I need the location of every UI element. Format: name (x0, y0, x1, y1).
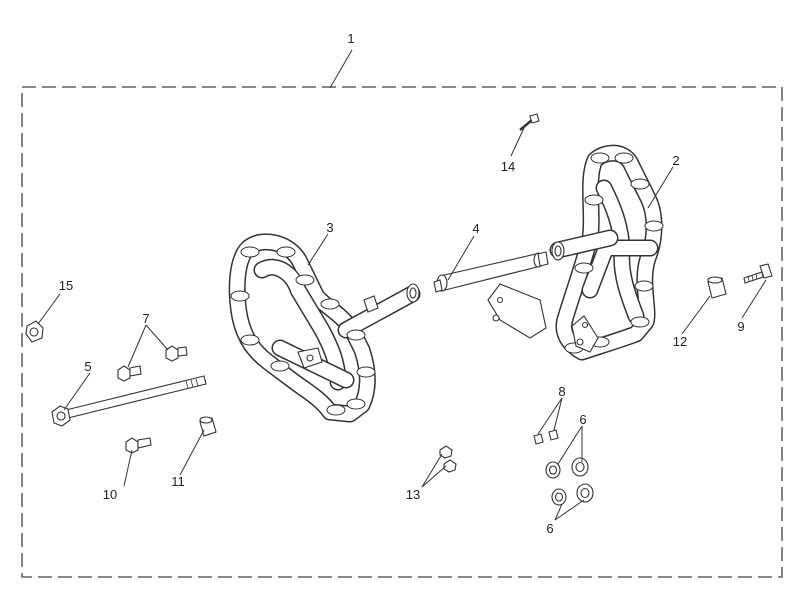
left-crash-bar (228, 233, 421, 423)
callout-labels: 1 2 3 4 5 6 6 7 8 9 10 11 12 13 14 15 (59, 31, 745, 536)
spacer-lower-left (199, 416, 217, 437)
small-screws (533, 429, 559, 445)
callout-2: 2 (672, 153, 679, 168)
leader-lines (37, 49, 767, 521)
right-crash-bar (487, 144, 664, 361)
small-bolt-top (519, 113, 540, 131)
kit-boundary-frame (21, 86, 783, 578)
callout-14: 14 (501, 159, 515, 174)
callout-9: 9 (737, 319, 744, 334)
callout-13: 13 (406, 487, 420, 502)
callout-1: 1 (347, 31, 354, 46)
bolt-right (743, 263, 773, 284)
flange-bolts (117, 345, 188, 382)
callout-12: 12 (673, 334, 687, 349)
callout-15: 15 (59, 278, 73, 293)
bolt-lower-left (125, 437, 152, 454)
bushings (545, 457, 594, 506)
long-bolt (51, 375, 207, 427)
callout-10: 10 (103, 487, 117, 502)
nuts (439, 445, 457, 473)
nut-left (25, 320, 44, 343)
callout-4: 4 (472, 221, 479, 236)
spacer-right (707, 276, 727, 299)
callout-7: 7 (142, 311, 149, 326)
callout-5: 5 (84, 359, 91, 374)
callout-8: 8 (558, 384, 565, 399)
callout-6-lower: 6 (546, 521, 553, 536)
callout-6-upper: 6 (579, 412, 586, 427)
callout-11: 11 (171, 474, 185, 489)
spacer-tube (433, 251, 549, 293)
callout-3: 3 (326, 220, 333, 235)
